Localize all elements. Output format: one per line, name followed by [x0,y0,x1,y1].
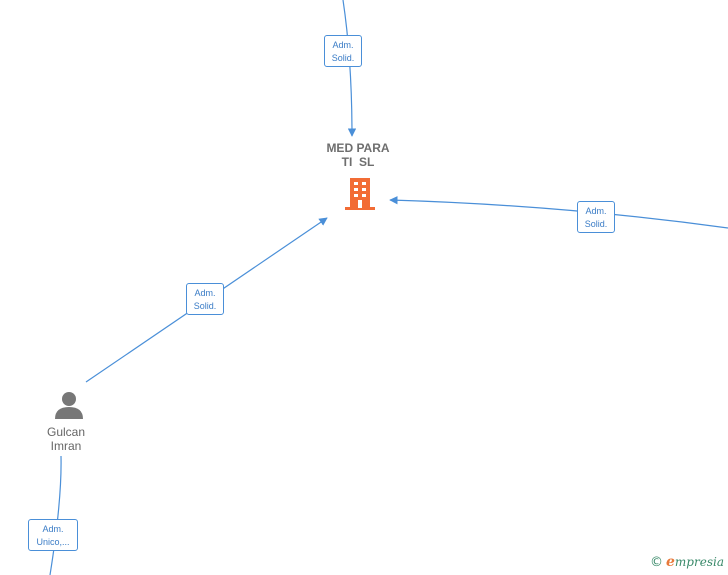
person-name-line1: Gulcan [46,425,86,439]
edge-right-to-company [389,196,728,229]
person-icon[interactable] [54,390,84,420]
edge-label-right[interactable]: Adm. Solid. [577,201,615,233]
edge-label-line1: Adm. [194,288,216,298]
edge-top-to-company [342,0,357,137]
edge-label-bottom[interactable]: Adm. Unico,... [28,519,78,551]
edge-label-line1: Adm. [332,40,354,50]
edge-label-line2: Unico,... [36,537,70,547]
edge-label-line1: Adm. [585,206,607,216]
company-node-label[interactable]: MED PARA TI SL [318,141,398,169]
edge-label-line2: Solid. [331,53,355,63]
company-name-line2: TI SL [341,155,375,169]
edge-label-line2: Solid. [193,301,217,311]
person-node-label[interactable]: Gulcan Imran [26,425,106,453]
edge-label-person[interactable]: Adm. Solid. [186,283,224,315]
building-icon[interactable] [345,177,375,211]
brand-name: mpresia [674,555,724,569]
brand-watermark: ©empresia [650,554,724,570]
edge-label-top[interactable]: Adm. Solid. [324,35,362,67]
person-name-line2: Imran [50,439,82,453]
company-name-line1: MED PARA [326,141,390,155]
edge-bottom-to-person [49,455,62,575]
edge-label-line2: Solid. [584,219,608,229]
copyright-icon: © [650,555,663,570]
edge-label-line1: Adm. [42,524,64,534]
brand-logo-initial: e [666,554,675,570]
